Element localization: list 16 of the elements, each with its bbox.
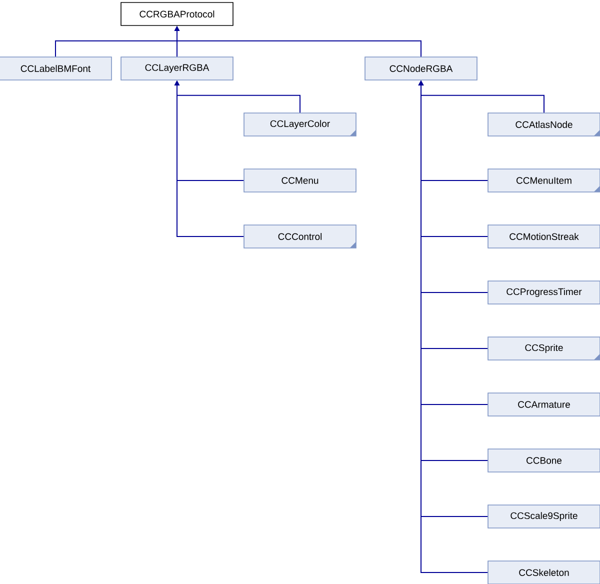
- class-box: CCSkeleton: [488, 560, 600, 584]
- class-box: CCLayerColor: [244, 112, 356, 136]
- class-box: CCArmature: [488, 392, 600, 416]
- class-box: CCScale9Sprite: [488, 504, 600, 528]
- base-class-box: CCRGBAProtocol: [120, 2, 234, 26]
- class-box: CCControl: [244, 224, 356, 248]
- class-box: CCMenu: [244, 168, 356, 192]
- class-box: CCLabelBMFont: [0, 56, 112, 80]
- class-box: CCBone: [488, 448, 600, 472]
- class-box: CCAtlasNode: [488, 112, 600, 136]
- class-box: CCSprite: [488, 336, 600, 360]
- class-box: CCMotionStreak: [488, 224, 600, 248]
- class-box: CCProgressTimer: [488, 280, 600, 304]
- class-box: CCLayerRGBA: [120, 56, 234, 80]
- class-box: CCNodeRGBA: [364, 56, 478, 80]
- class-box: CCMenuItem: [488, 168, 600, 192]
